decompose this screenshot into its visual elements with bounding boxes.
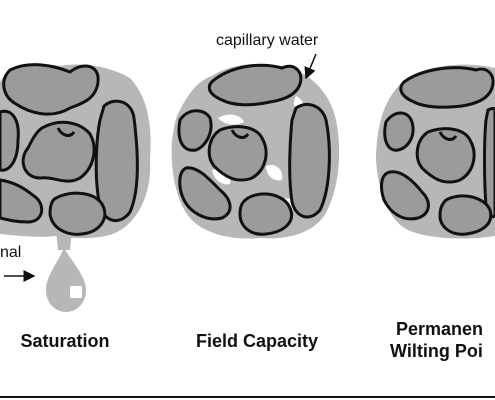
particle-bottom-center xyxy=(48,191,107,236)
wp-particle-center xyxy=(415,127,476,184)
fc-particle-center xyxy=(207,125,268,182)
fc-particle-bottom-center xyxy=(238,192,293,236)
fc-particle-top xyxy=(207,63,303,107)
wp-particle-left xyxy=(383,111,415,152)
saturation-label: Saturation xyxy=(20,331,110,351)
water-drop xyxy=(46,248,86,312)
fc-particle-bottom-left xyxy=(178,166,232,221)
field-capacity-panel xyxy=(171,63,340,239)
capillary-arrow xyxy=(304,53,317,80)
gravitational-water-label: nal xyxy=(0,244,22,261)
air-space-1 xyxy=(218,114,244,125)
air-space-4 xyxy=(266,164,283,181)
capillary-water-label: capillary water xyxy=(216,32,319,49)
wp-particle-top xyxy=(399,66,495,109)
drop-highlight xyxy=(70,286,82,298)
saturation-panel xyxy=(0,63,151,312)
field-capacity-label: Field Capacity xyxy=(195,331,319,351)
particle-left xyxy=(0,109,20,172)
fc-center-notch xyxy=(230,129,250,139)
particle-bottom-left xyxy=(0,178,44,224)
wilting-point-label-line1: Permanen xyxy=(396,319,484,339)
center-particle-notch xyxy=(56,127,76,137)
wp-center-notch xyxy=(438,131,458,141)
fc-particle-right xyxy=(288,103,331,219)
wilting-point-panel xyxy=(376,64,495,239)
fc-particle-left xyxy=(177,109,213,152)
wilting-point-label-line2: Wilting Poi xyxy=(390,341,483,361)
wp-particle-bottom-center xyxy=(438,194,493,236)
particle-top-left xyxy=(2,63,100,116)
wp-particle-right xyxy=(483,107,495,218)
bottom-rule xyxy=(0,396,495,398)
particle-right xyxy=(94,99,139,222)
particle-center xyxy=(21,120,96,183)
wp-particle-bottom-left xyxy=(380,170,430,221)
drip-stem xyxy=(56,230,72,250)
